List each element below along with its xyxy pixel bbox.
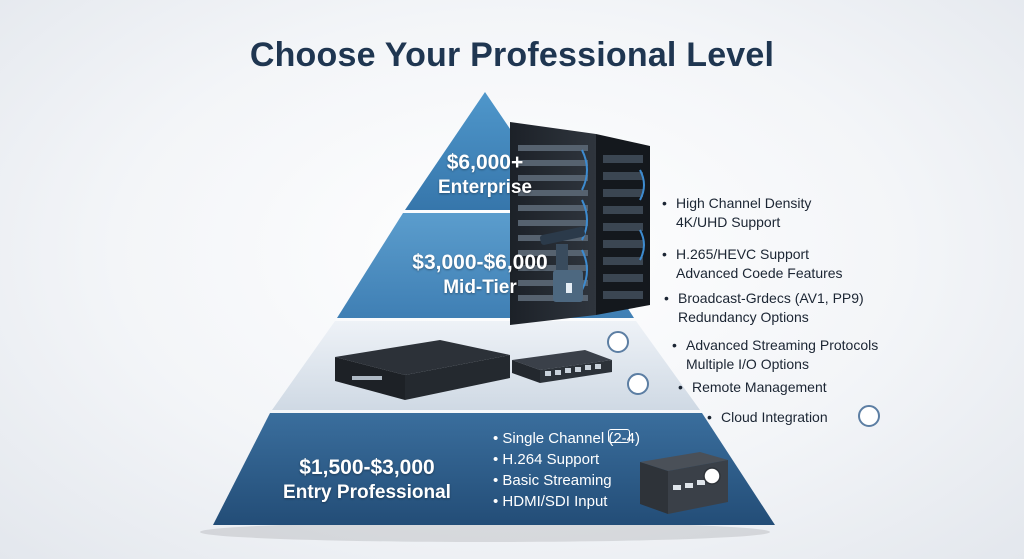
camera-mount-icon bbox=[539, 226, 585, 302]
page-title: Choose Your Professional Level bbox=[249, 36, 775, 74]
sync-icon bbox=[858, 405, 880, 427]
list-item: • H.264 Support bbox=[493, 451, 600, 468]
rack-encoder-icon bbox=[335, 340, 510, 400]
cloud-icon bbox=[627, 373, 649, 395]
midtier-features-a: •H.265/HEVC Support Advanced Coede Featu… bbox=[662, 246, 843, 281]
tier-entry-label: $1,500-$3,000 Entry Professional bbox=[262, 455, 472, 505]
list-item: • Basic Streaming bbox=[493, 472, 612, 489]
remote-icon bbox=[608, 429, 630, 443]
tier-price: $3,000-$6,000 bbox=[412, 251, 548, 274]
tier-price: $1,500-$3,000 bbox=[299, 456, 435, 479]
tier-name: Mid-Tier bbox=[443, 277, 517, 298]
tier-midtier-label: $3,000-$6,000 Mid-Tier bbox=[395, 250, 565, 300]
professional-features-a: •Advanced Streaming Protocols Multiple I… bbox=[672, 337, 879, 372]
portable-encoder-icon bbox=[640, 452, 728, 514]
professional-features-b: •Remote Management bbox=[678, 379, 827, 395]
tier-enterprise-label: $6,000+ Enterprise bbox=[420, 150, 550, 200]
entry-feature-list: • Single Channel (2-4) • H.264 Support •… bbox=[493, 428, 640, 512]
network-switch-icon bbox=[512, 350, 612, 383]
tier-entry-band bbox=[213, 413, 775, 525]
tier-name: Enterprise bbox=[438, 177, 532, 198]
streaming-icon bbox=[607, 331, 629, 353]
tier-price: $6,000+ bbox=[446, 151, 524, 174]
list-item: • HDMI/SDI Input bbox=[493, 493, 608, 510]
professional-features-c: •Cloud Integration bbox=[707, 409, 828, 425]
tier-name: Entry Professional bbox=[283, 482, 451, 503]
midtier-features-b: •Broadcast-Grdecs (AV1, PP9) Redundancy … bbox=[664, 290, 864, 325]
enterprise-features: •High Channel Density 4K/UHD Support bbox=[662, 195, 812, 230]
list-item: • Single Channel (2-4) bbox=[493, 430, 640, 447]
